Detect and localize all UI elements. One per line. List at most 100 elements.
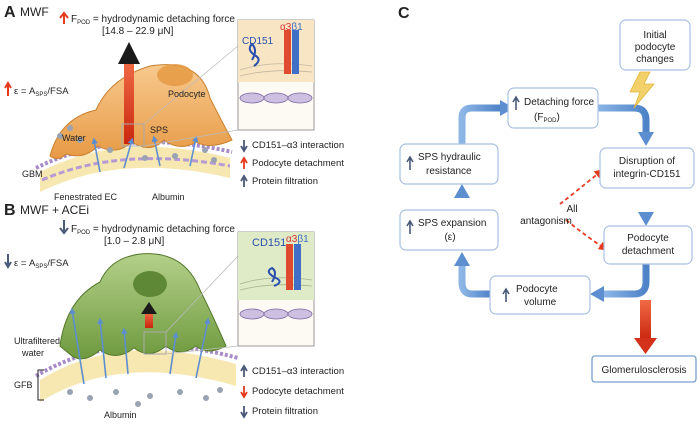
zoom-region-box [121, 123, 145, 147]
box-sps-hydraulic: SPS hydraulic resistance [399, 143, 499, 185]
svg-text:(ε): (ε) [444, 232, 455, 243]
force-range-b: [1.0 – 2.8 μN] [104, 236, 164, 247]
eps-down-arrow-icon [4, 254, 12, 269]
panel-b-epsilon: ε = ASPS/FSA [4, 254, 69, 270]
inset-a: CD151 α3β1 [237, 19, 315, 131]
panel-b-legend-arrow-up-icon [240, 364, 248, 377]
fenestrated-endothelium [41, 157, 231, 182]
detaching-up-arrow-icon [512, 95, 520, 110]
lightning-icon [629, 71, 655, 109]
box-detaching-force: Detaching force (FPOD) [507, 87, 599, 129]
panel-a: A MWF FPOD = hydrodynamic detaching forc… [4, 4, 344, 202]
inset-a-cd151: CD151 [242, 36, 274, 47]
panel-b: B MWF + ACEi FPOD = hydrodynamic detachi… [4, 202, 344, 420]
svg-text:SPS expansion: SPS expansion [418, 218, 486, 229]
zoom-line-top [143, 45, 239, 125]
panel-a-epsilon: ε = ASPS/FSA [4, 81, 69, 98]
svg-text:integrin-CD151: integrin-CD151 [613, 169, 681, 180]
panel-a-legend-arrow-up-icon [240, 156, 248, 169]
nucleus-green [133, 271, 167, 297]
label-ultrafiltered-1: Ultrafiltered [14, 336, 60, 346]
panel-b-legend-item: Protein filtration [252, 406, 318, 417]
reduced-force-arrow [141, 302, 157, 328]
antagonism-arrows [559, 169, 608, 251]
panel-a-letter: A [4, 4, 16, 21]
panel-a-legend-item: CD151–α3 interaction [252, 140, 344, 151]
box-glomerulosclerosis: Glomerulosclerosis [591, 355, 697, 383]
svg-text:Podocyte: Podocyte [516, 284, 558, 295]
gfb-bracket [37, 369, 44, 401]
albumin-dots [57, 125, 217, 163]
force-range: [14.8 – 22.9 μN] [102, 26, 174, 37]
force-up-arrow-icon [59, 11, 69, 24]
panel-a-legend-item: Protein filtration [252, 176, 318, 187]
panel-a-legend-arrow-up-icon [240, 174, 248, 187]
label-albumin: Albumin [152, 192, 185, 202]
label-gfb: GFB [14, 380, 33, 390]
box-podocyte-detachment: Podocyte detachment [603, 225, 693, 265]
box-initial-changes: Initial podocyte changes [619, 19, 691, 71]
svg-text:Podocyte: Podocyte [627, 233, 669, 244]
panel-c: C [398, 5, 697, 383]
svg-text:volume: volume [524, 297, 557, 308]
gbm-layer [40, 146, 230, 192]
gbm-layer-b [40, 350, 236, 402]
svg-text:ε = ASPS/FSA: ε = ASPS/FSA [14, 86, 69, 98]
antagonism-label-1: All [566, 204, 577, 215]
podocyte-cell-orange [49, 64, 233, 160]
svg-text:Detaching force: Detaching force [524, 97, 594, 108]
panel-b-title: MWF + ACEi [20, 203, 89, 217]
panel-a-legend-item: Podocyte detachment [252, 158, 344, 169]
podocyte-cell-green [59, 253, 227, 360]
panel-b-legend-arrow-down-icon [240, 386, 248, 399]
svg-text:FPOD = hydrodynamic detaching: FPOD = hydrodynamic detaching force [71, 224, 235, 236]
svg-text:detachment: detachment [622, 246, 674, 257]
albumin-dots-b [67, 387, 223, 407]
svg-text:(FPOD): (FPOD) [534, 112, 560, 124]
box-podocyte-volume: Podocyte volume [489, 275, 591, 315]
eps-up-arrow-icon [4, 81, 12, 96]
svg-text:α3β1: α3β1 [286, 234, 309, 245]
panel-a-force-label: FPOD = hydrodynamic detaching force [14.… [59, 11, 235, 37]
svg-text:Glomerulosclerosis: Glomerulosclerosis [601, 365, 686, 376]
zoom-line-bottom [143, 129, 239, 147]
svg-text:α3β1: α3β1 [280, 22, 303, 33]
label-sps: SPS [150, 125, 168, 135]
panel-b-legend-arrow-down-icon [240, 406, 248, 419]
label-podocyte: Podocyte [168, 89, 206, 99]
volume-up-arrow-icon [502, 287, 510, 302]
zoom-region-box-b [143, 331, 167, 355]
label-fenestrated-ec: Fenestrated EC [54, 192, 118, 202]
inset-a-alpha: α3 [280, 22, 292, 33]
svg-text:Disruption of: Disruption of [619, 156, 675, 167]
nucleus-orange [157, 64, 193, 86]
svg-text:ε = ASPS/FSA: ε = ASPS/FSA [14, 258, 69, 270]
expansion-up-arrow-icon [406, 219, 414, 234]
inset-a-beta: β1 [291, 22, 303, 33]
panel-b-force-label: FPOD = hydrodynamic detaching force [1.0… [59, 220, 235, 247]
ultrafiltered-flow-arrows [69, 307, 211, 385]
svg-text:SPS hydraulic: SPS hydraulic [418, 152, 481, 163]
svg-text:podocyte: podocyte [635, 42, 676, 53]
water-flow-arrows [91, 135, 199, 173]
panel-b-legend-item: CD151–α3 interaction [252, 366, 344, 377]
svg-text:resistance: resistance [426, 166, 472, 177]
inset-b-cd151: CD151 [252, 237, 286, 249]
label-water: Water [62, 133, 86, 143]
panel-a-legend-arrow-down-icon [240, 140, 248, 153]
cycle-arrows [454, 100, 654, 302]
svg-text:changes: changes [636, 54, 674, 65]
box-sps-expansion: SPS expansion (ε) [399, 209, 499, 251]
inset-b: CD151 α3β1 [237, 231, 315, 347]
panel-b-legend-item: Podocyte detachment [252, 386, 344, 397]
antagonism-label-2: antagonism [520, 216, 572, 227]
box-disruption: Disruption of integrin-CD151 [599, 147, 695, 189]
label-albumin-b: Albumin [104, 410, 137, 420]
glomerulosclerosis-arrow [634, 300, 657, 354]
detaching-force-arrow [118, 42, 140, 144]
hydraulic-up-arrow-icon [406, 155, 414, 170]
panel-a-title: MWF [20, 5, 49, 19]
